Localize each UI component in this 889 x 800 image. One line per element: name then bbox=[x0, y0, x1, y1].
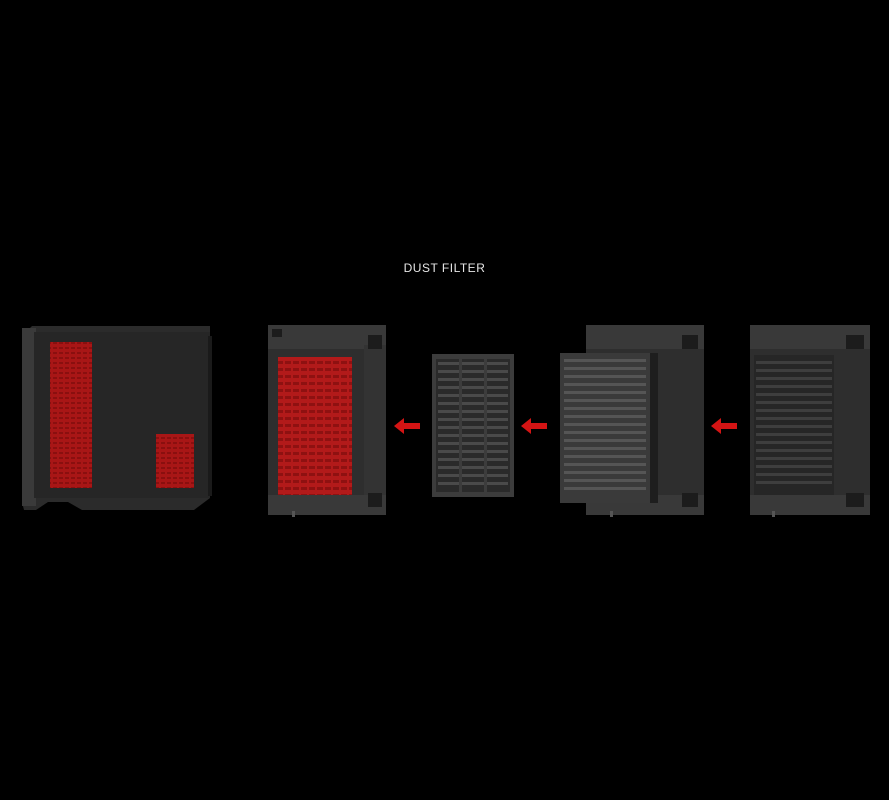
psu-filter-highlight bbox=[156, 434, 194, 488]
panel-filter-inserting-image bbox=[560, 325, 704, 517]
filter-installed-highlight bbox=[278, 357, 352, 495]
left-arrow-icon bbox=[711, 418, 737, 434]
front-filter-highlight bbox=[50, 342, 92, 488]
panel-with-filter-image bbox=[268, 325, 386, 517]
left-arrow-icon bbox=[521, 418, 547, 434]
case-side-view-image bbox=[22, 326, 212, 510]
panel-bare-image bbox=[750, 325, 870, 517]
dust-filter-image bbox=[432, 354, 514, 497]
dust-filter-title: DUST FILTER bbox=[403, 261, 486, 275]
left-arrow-icon bbox=[394, 418, 420, 434]
